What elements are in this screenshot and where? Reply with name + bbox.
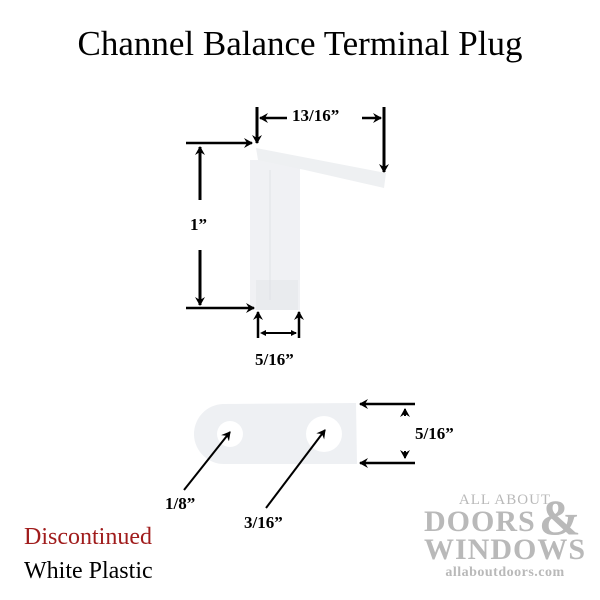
hole-pointer-lines [183,429,326,509]
plug-top-view [193,403,357,465]
status-text: Discontinued [24,524,152,550]
logo-ampersand: & [539,489,581,545]
label-small-hole: 1/8” [165,494,196,513]
plug-side-view [250,148,386,310]
material-text: White Plastic [24,558,153,584]
dimension-base-width-lines [253,311,304,338]
label-top-width: 13/16” [292,106,340,125]
logo-line-1: ALL ABOUT [458,492,552,508]
dimension-tab-width-lines [359,399,415,468]
logo-url: allaboutdoors.com [445,565,565,580]
dimension-top-width-lines [252,107,389,173]
brand-logo: ALL ABOUT DOORS WINDOWS allaboutdoors.co… [420,492,590,582]
logo-line-2: DOORS [424,505,536,538]
dimension-height-lines [186,138,255,313]
label-tab-width: 5/16” [415,424,454,443]
label-height: 1” [190,215,207,234]
label-base-width: 5/16” [255,350,294,369]
label-large-hole: 3/16” [244,513,283,532]
product-title: Channel Balance Terminal Plug [77,24,523,63]
logo-line-3: WINDOWS [423,533,587,566]
